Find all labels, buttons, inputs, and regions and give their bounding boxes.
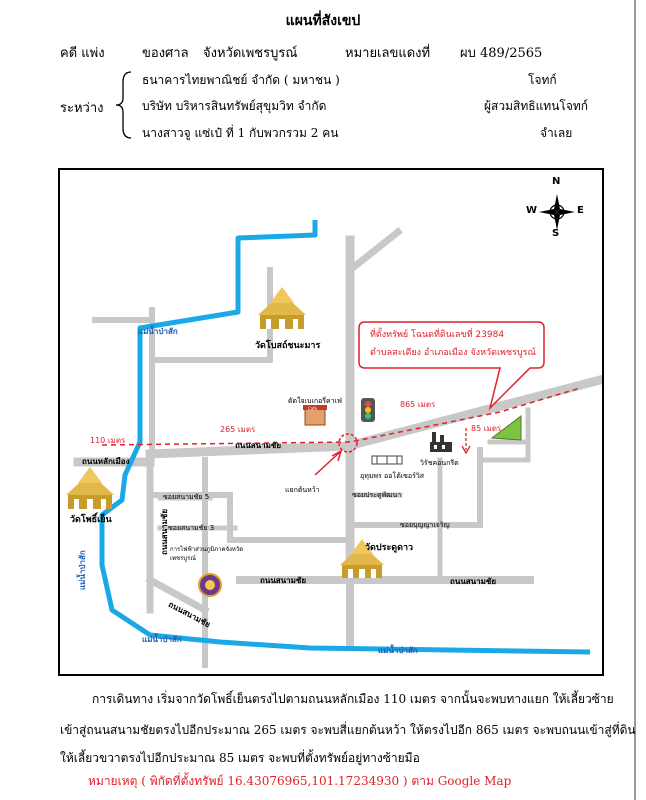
party-plaintiff-role: โจทก์ <box>528 73 557 87</box>
party-defendant-name: นางสาวจู แซ่เป๋ ที่ 1 กับพวกรวม 2 คน <box>142 126 339 140</box>
document-title: แผนที่สังเขป <box>285 13 361 29</box>
compass-w: W <box>526 205 538 216</box>
case-number-label: หมายเลขแดงที่ <box>345 46 431 61</box>
cafe-icon <box>303 405 327 426</box>
court-label: ของศาล <box>142 46 189 61</box>
label-uthong: อุทุมพร ออโต้เซอร์วิส <box>360 472 425 480</box>
label-soi-5: ซอยสนามชัย 5 <box>163 493 210 501</box>
label-river-top: แม่น้ำป่าสัก <box>138 327 178 336</box>
callout-line-1: ที่ตั้งทรัพย์ โฉนดที่ดินเลขที่ 23984 <box>370 330 505 340</box>
label-wat-pradu: วัดประดูดาว <box>365 543 414 553</box>
party-defendant-role: จำเลย <box>540 126 573 140</box>
between-label: ระหว่าง <box>60 101 104 116</box>
distance-110: 110 เมตร <box>90 436 126 445</box>
brace-icon <box>115 71 132 139</box>
temple-icon-wat-pradu <box>340 539 384 578</box>
property-callout <box>358 321 545 411</box>
road-network <box>73 227 602 668</box>
label-electric: การไฟฟ้าส่วนภูมิภาคจังหวัดเพชรบูรณ์ <box>170 546 244 562</box>
label-road-lak-mueang: ถนนหลักเมือง <box>82 457 130 466</box>
coordinates-note: หมายเหตุ ( พิกัดที่ตั้งทรัพย์ 16.4307696… <box>88 774 512 788</box>
label-cafe: ดัดใจเบเกอรี่คาเฟ่ <box>288 397 343 405</box>
directions-line-1: การเดินทาง เริ่มจากวัดโพธิ์เย็นตรงไปตามถ… <box>92 692 614 706</box>
party-plaintiff-name: ธนาคารไทยพาณิชย์ จำกัด ( มหาชน ) <box>142 73 340 87</box>
factory-icon <box>430 432 452 452</box>
map-frame: N S E W ที่ตั้งทรัพย์ โฉนดที่ดินเลขที่ 2… <box>58 168 604 676</box>
road-inner-loop <box>147 492 353 543</box>
label-cafe-sign: Cafe <box>308 406 318 411</box>
label-soi-boon: ซอยบุญญาเจริญ <box>400 521 450 529</box>
river-pa-sak <box>99 220 591 655</box>
temple-icon-wat-pho <box>66 467 114 509</box>
label-road-sanam-chai: ถนนสนามชัย <box>235 441 282 450</box>
distance-865: 865 เมตร <box>400 400 436 409</box>
label-river-bottom-left: แม่น้ำป่าสัก <box>142 635 182 644</box>
road-to-property <box>342 374 602 452</box>
route-dashed <box>101 387 581 446</box>
label-road-sanam-chai-bottom: ถนนสนามชัย <box>450 577 497 586</box>
party-assignee-role: ผู้สวมสิทธิแทนโจทก์ <box>484 99 589 113</box>
page-edge <box>634 0 636 800</box>
arrow-to-intersection <box>314 451 341 476</box>
compass-icon <box>539 194 575 230</box>
garage-icon <box>371 455 403 465</box>
label-river-left: แม่น้ำป่าสัก <box>78 550 87 590</box>
label-road-sanam-chai-mid: ถนนสนามชัย <box>260 576 307 585</box>
label-wirat: วิรัชคอนกรีต <box>420 459 459 467</box>
property-parcel <box>490 414 522 441</box>
compass-e: E <box>577 205 584 216</box>
road-sanam-chai-diag <box>145 575 210 615</box>
directions-line-2: เข้าสู่ถนนสนามชัยตรงไปอีกประมาณ 265 เมตร… <box>60 723 636 737</box>
party-assignee-name: บริษัท บริหารสินทรัพย์สุขุมวิท จำกัด <box>142 99 327 113</box>
road-sanam-chai-main <box>145 441 353 459</box>
case-number: ผบ 489/2565 <box>460 46 543 61</box>
distance-85: 85 เมตร <box>471 424 502 433</box>
road-north-diagonal <box>345 227 403 275</box>
label-wat-bot: วัดโบสถ์ชนะมาร <box>255 341 321 351</box>
electric-authority-logo <box>198 573 222 597</box>
label-wat-pho: วัดโพธิ์เย็น <box>70 515 112 525</box>
road-soi-boon <box>347 447 483 528</box>
label-intersection: แยกต้นหว้า <box>285 486 320 494</box>
map-canvas <box>66 194 602 668</box>
callout-line-2: ตำบลสะเดียง อำเภอเมือง จังหวัดเพชรบูรณ์ <box>370 348 536 358</box>
label-soi-3: ซอยสนามชัย 3 <box>168 524 215 532</box>
intersection-circle <box>338 433 358 453</box>
temple-icon-wat-bot <box>258 287 306 329</box>
distance-265: 265 เมตร <box>220 425 256 434</box>
label-river-bottom-right: แม่น้ำป่าสัก <box>378 646 418 655</box>
compass-n: N <box>552 176 561 187</box>
case-type: คดี แพ่ง <box>60 46 105 61</box>
road-upper-branch <box>149 267 273 363</box>
compass-s: S <box>552 228 560 239</box>
traffic-light-icon <box>361 398 375 422</box>
label-soi-pradu: ซอยประดูพัฒนา <box>352 491 402 499</box>
directions-line-3: ให้เลี้ยวขวาตรงไปอีกประมาณ 85 เมตร จะพบท… <box>60 751 420 765</box>
court-name: จังหวัดเพชรบูรณ์ <box>203 46 298 61</box>
road-far-right <box>477 417 531 463</box>
